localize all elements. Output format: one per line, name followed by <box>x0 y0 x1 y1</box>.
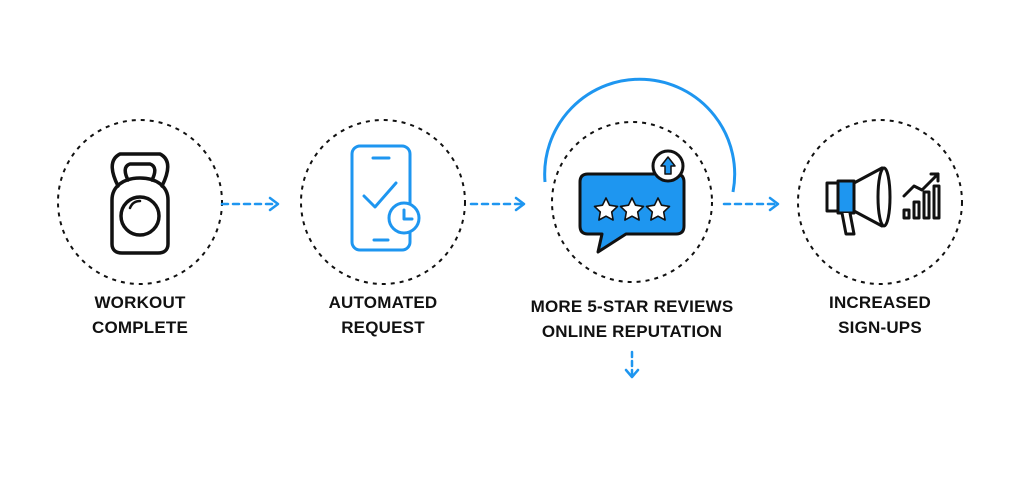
megaphone-band <box>836 179 856 215</box>
dashed-circle <box>797 119 963 285</box>
step-reviews-reputation <box>543 77 737 283</box>
megaphone-grip <box>840 211 856 236</box>
connector-arrow-1 <box>220 196 280 212</box>
arrow-up-icon <box>660 156 676 175</box>
label-increased-signups: INCREASED SIGN-UPS <box>760 290 1000 340</box>
megaphone-growth-chart-icon <box>825 166 941 236</box>
connector-arrow-down <box>624 350 640 379</box>
dashed-circle <box>551 121 713 283</box>
connector-arrow-3 <box>722 196 780 212</box>
label-line: ONLINE REPUTATION <box>541 322 723 341</box>
label-reviews-reputation: MORE 5-STAR REVIEWS ONLINE REPUTATION <box>512 294 752 344</box>
growth-bars <box>902 184 941 220</box>
star-review-bubble-icon <box>578 149 686 254</box>
label-line: COMPLETE <box>91 318 189 337</box>
kettlebell-icon <box>110 152 170 255</box>
megaphone-mouth <box>876 166 892 228</box>
label-line: WORKOUT <box>94 293 186 312</box>
star-icon <box>645 197 671 221</box>
label-line: INCREASED <box>829 293 931 312</box>
dashed-circle <box>300 119 466 285</box>
connector-arrow-2 <box>469 196 526 212</box>
star-icon <box>593 197 619 221</box>
label-line: SIGN-UPS <box>838 318 922 337</box>
dashed-circle <box>57 119 223 285</box>
trend-arrowhead <box>929 172 940 183</box>
trend-line <box>902 172 940 198</box>
label-line: AUTOMATED <box>328 293 438 312</box>
label-line: MORE 5-STAR REVIEWS <box>530 297 734 316</box>
label-line: REQUEST <box>341 318 425 337</box>
megaphone-handle <box>825 181 840 213</box>
highlight-arc <box>543 77 737 193</box>
step-increased-signups <box>797 119 963 285</box>
label-workout-complete: WORKOUT COMPLETE <box>20 290 260 340</box>
star-icon <box>619 197 645 221</box>
label-automated-request: AUTOMATED REQUEST <box>263 290 503 340</box>
phone-checkmark-clock-icon <box>350 144 421 252</box>
step-automated-request <box>300 119 466 285</box>
step-workout-complete <box>57 119 223 285</box>
